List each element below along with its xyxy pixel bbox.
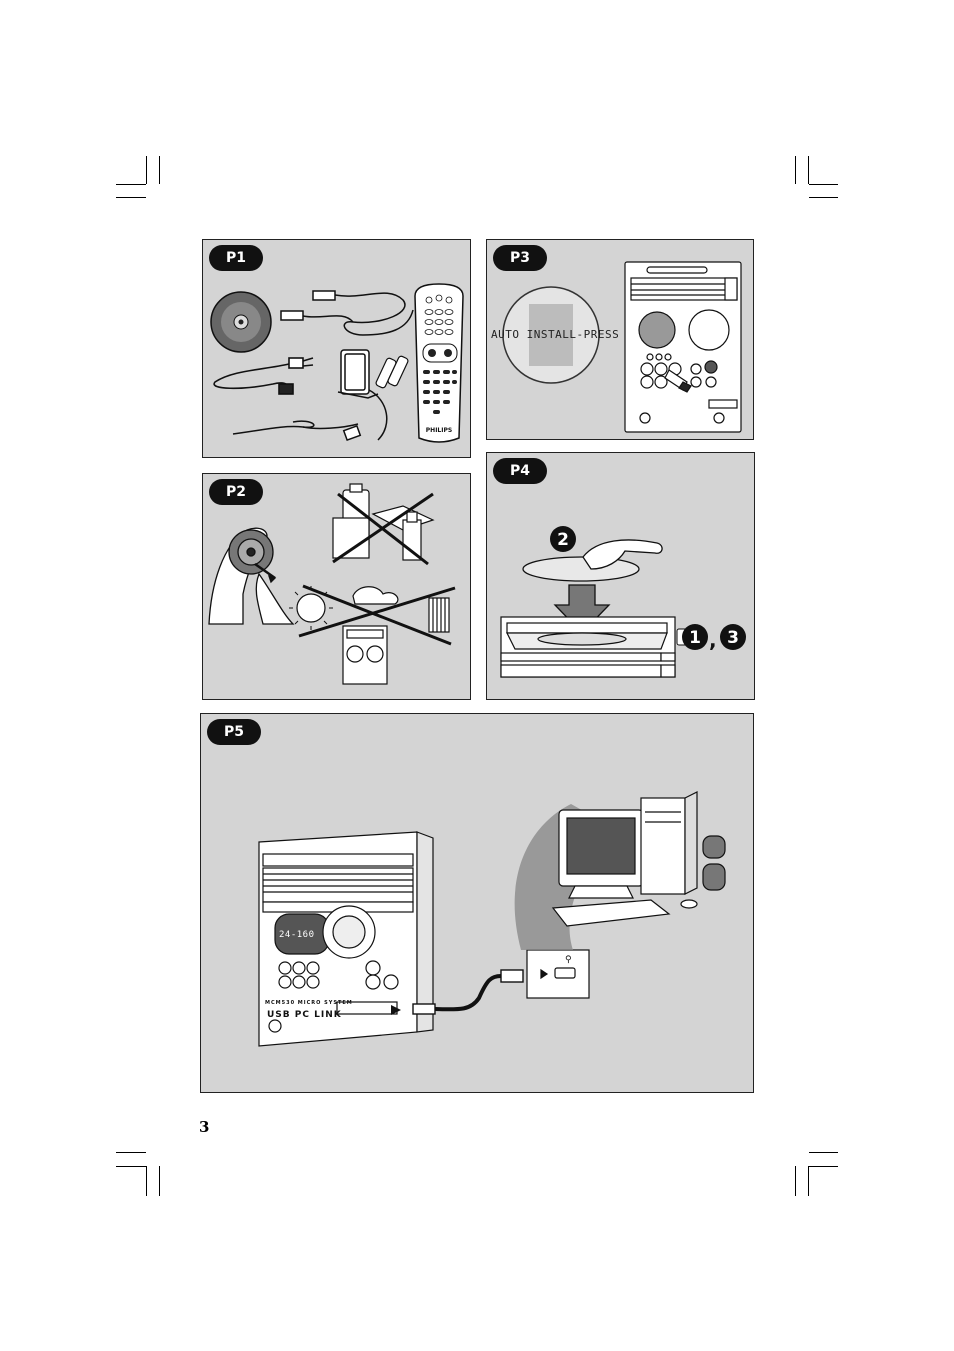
step-first: 1	[689, 628, 701, 648]
system-front-panel-icon	[625, 262, 741, 432]
remote-control-icon: PHILIPS	[415, 284, 463, 442]
usb-symbol-icon: ⚲	[565, 955, 572, 965]
cd-disc-icon	[211, 292, 271, 352]
fm-antenna-icon	[233, 421, 358, 434]
disc-care-illustration	[203, 474, 471, 700]
step-separator: ,	[709, 628, 717, 652]
step-main: 2	[557, 530, 569, 550]
system-display-value: 24-160	[279, 930, 315, 940]
load-disc-illustration: 2 1 , 3	[487, 453, 755, 700]
system-name: MCM530 MICRO SYSTEM	[265, 1000, 353, 1006]
panel-p1-accessories: P1	[202, 239, 471, 458]
hand-cleaning-disc-icon	[209, 528, 293, 624]
panel-p3-auto-install: P3 AUTO INSTALL-PRESS PLAY	[486, 239, 754, 440]
usb-port-closeup: ⚲	[527, 950, 589, 998]
power-cord-icon	[214, 358, 313, 394]
cd-changer-tray-icon	[501, 617, 675, 677]
desktop-computer-icon	[553, 792, 725, 926]
no-heat-icon	[289, 586, 455, 684]
page-number: 3	[199, 1118, 209, 1136]
usb-pc-link-illustration: 24-160 MCM530 MICRO SYSTEM USB PC LINK ⚲	[201, 714, 754, 1093]
usb-pc-link-label: USB PC LINK	[267, 1010, 342, 1020]
panel-p2-disc-care: P2	[202, 473, 471, 700]
accessories-illustration: PHILIPS	[203, 240, 471, 458]
panel-p4-load-disc: P4 2 1 , 3	[486, 452, 755, 700]
no-solvents-icon	[333, 484, 433, 564]
auto-install-illustration: AUTO INSTALL-PRESS PLAY	[487, 240, 754, 440]
batteries-icon	[375, 355, 409, 388]
hand-placing-disc-icon	[523, 540, 662, 581]
remote-brand: PHILIPS	[426, 427, 452, 434]
panel-p5-usb-pc-link: P5 24-160 MCM530 MICRO SYSTEM USB PC LIN…	[200, 713, 754, 1093]
step-last: 3	[727, 628, 739, 648]
usb-cable-icon	[281, 291, 413, 335]
